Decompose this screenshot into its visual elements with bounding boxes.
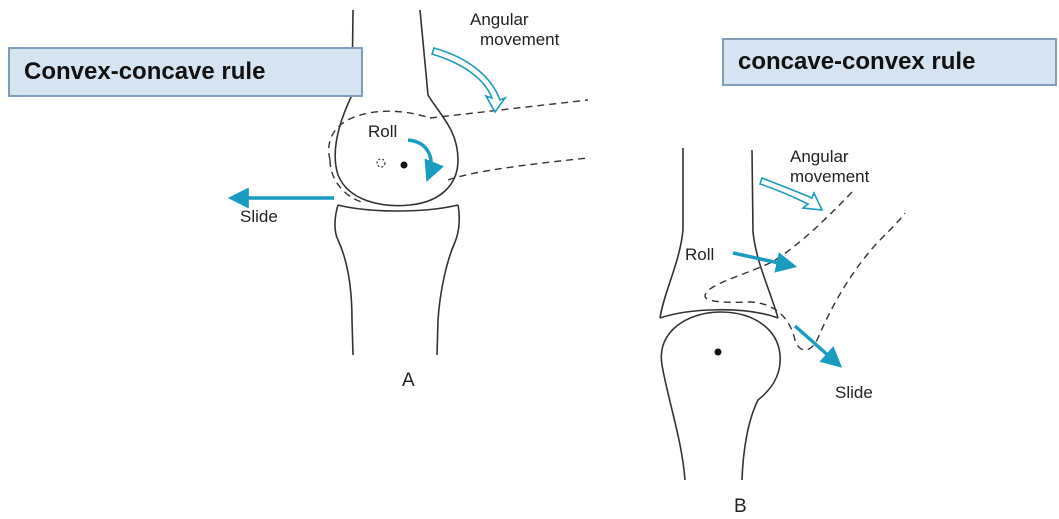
panel-b-axis-dot	[715, 349, 722, 356]
panel-b-roll-arrow	[733, 253, 793, 266]
panel-a-axis-dot	[401, 162, 408, 169]
panel-b-upper-bone-right	[752, 150, 778, 318]
panel-a-letter: A	[402, 370, 415, 391]
panel-a-roll-arrow	[408, 140, 431, 178]
panel-b-lower-bone	[661, 312, 780, 480]
panel-b-roll-label: Roll	[685, 245, 714, 264]
panel-b-dashed-bone	[705, 192, 905, 350]
panel-a-angular-movement-arrow	[432, 48, 505, 112]
panel-b-slide-label: Slide	[835, 383, 873, 402]
panel-a-lower-bone-right	[437, 205, 459, 355]
panel-a-roll-label: Roll	[368, 122, 397, 141]
panel-b-upper-bone-left	[660, 148, 683, 318]
panel-a-lower-bone	[335, 205, 353, 355]
panel-a-slide-label: Slide	[240, 207, 278, 226]
panel-b-slide-arrow	[795, 326, 839, 365]
panel-a-upper-bone	[335, 10, 458, 206]
panel-b-angular-label-2: movement	[790, 167, 870, 186]
panel-a-angular-label-1: Angular	[470, 10, 529, 29]
convex-concave-rule-title: Convex-concave rule	[8, 47, 363, 97]
panel-b: Angular movement Roll Slide B	[660, 147, 905, 517]
panel-b-upper-joint-surface	[660, 310, 778, 318]
panel-a-angular-label-2: movement	[480, 30, 560, 49]
panel-a-old-axis-dot	[377, 159, 385, 167]
panel-b-letter: B	[734, 496, 747, 517]
concave-convex-rule-title: concave-convex rule	[722, 38, 1057, 86]
panel-b-angular-label-1: Angular	[790, 147, 849, 166]
